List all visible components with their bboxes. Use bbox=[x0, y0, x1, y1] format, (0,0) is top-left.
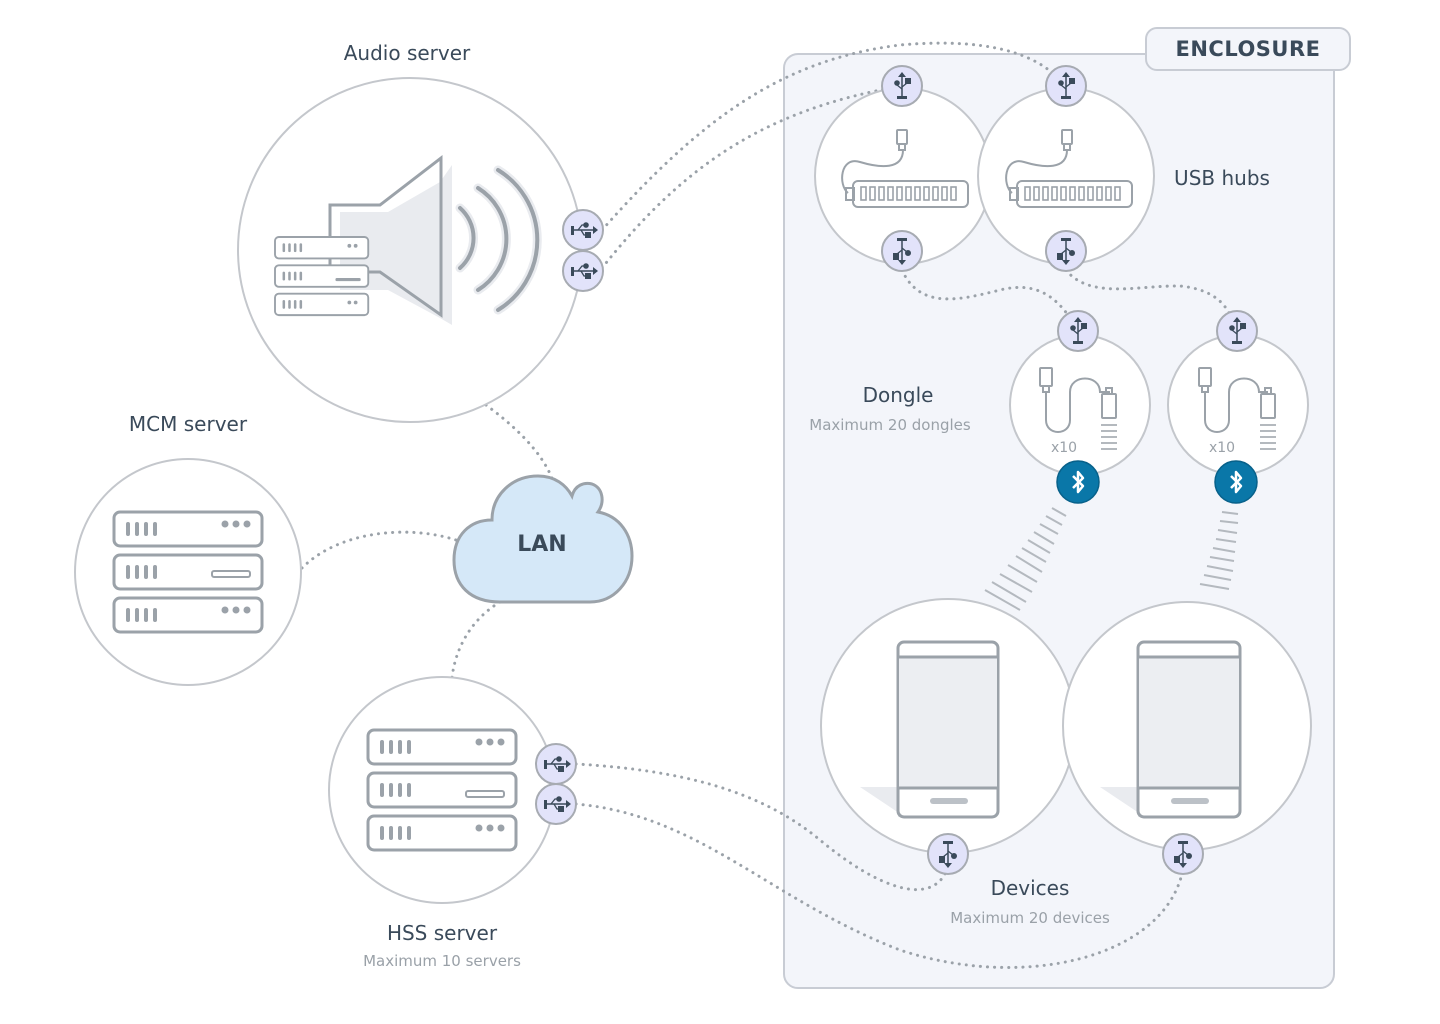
server-rack-icon bbox=[274, 236, 370, 317]
cloud-icon bbox=[452, 474, 634, 604]
connection-audio-hub2 bbox=[600, 41, 1068, 232]
usb-icon[interactable] bbox=[1045, 230, 1087, 272]
connection-audio-lan bbox=[484, 403, 558, 494]
bluetooth-dongle-icon bbox=[1198, 367, 1276, 450]
mcm-server-label: MCM server bbox=[128, 412, 248, 436]
dongle-node-2 bbox=[1167, 310, 1309, 505]
usb-icon[interactable] bbox=[1216, 310, 1258, 352]
connection-lan-hss bbox=[450, 600, 502, 680]
usb-icon[interactable] bbox=[535, 783, 577, 825]
devices-label: Devices bbox=[990, 876, 1070, 900]
usb-hubs-label: USB hubs bbox=[1174, 166, 1270, 190]
usb-icon[interactable] bbox=[1162, 833, 1204, 875]
dongle-sublabel: Maximum 20 dongles bbox=[809, 416, 971, 434]
enclosure-label: ENCLOSURE bbox=[1145, 27, 1351, 71]
dongle-multiplier-1: x10 bbox=[1050, 440, 1078, 456]
usb-icon[interactable] bbox=[881, 230, 923, 272]
usb-icon[interactable] bbox=[1057, 310, 1099, 352]
server-rack-icon bbox=[366, 728, 518, 852]
hss-server-sublabel: Maximum 10 servers bbox=[363, 952, 521, 970]
usb-hub-icon bbox=[1005, 129, 1133, 208]
usb-icon[interactable] bbox=[881, 65, 923, 107]
sound-waves-icon bbox=[455, 165, 542, 315]
mcm-server-node bbox=[74, 458, 302, 686]
audio-server-label: Audio server bbox=[343, 41, 471, 65]
device-node-2 bbox=[1062, 601, 1312, 875]
audio-server-node bbox=[237, 77, 604, 423]
hss-server-label: HSS server bbox=[386, 921, 498, 945]
devices-sublabel: Maximum 20 devices bbox=[950, 909, 1110, 927]
connection-hss-device1 bbox=[574, 762, 948, 892]
device-node-1 bbox=[820, 598, 1076, 875]
connections bbox=[300, 41, 1238, 969]
lan-label: LAN bbox=[517, 532, 567, 557]
dongle-label: Dongle bbox=[862, 383, 934, 407]
dongle-multiplier-2: x10 bbox=[1208, 440, 1236, 456]
usb-icon[interactable] bbox=[562, 250, 604, 292]
server-rack-icon bbox=[112, 510, 264, 634]
usb-icon[interactable] bbox=[927, 833, 969, 875]
smartphone-icon bbox=[1136, 640, 1242, 819]
bluetooth-icon bbox=[1055, 459, 1101, 505]
connection-mcm-lan bbox=[300, 530, 458, 570]
usb-hub-node-2 bbox=[977, 65, 1155, 272]
bluetooth-signal-waves bbox=[984, 507, 1239, 611]
connection-audio-hub1 bbox=[600, 84, 904, 270]
usb-icon[interactable] bbox=[535, 743, 577, 785]
smartphone-icon bbox=[896, 640, 1000, 819]
bluetooth-icon bbox=[1213, 459, 1259, 505]
usb-hub-icon bbox=[841, 129, 969, 208]
usb-icon[interactable] bbox=[1045, 65, 1087, 107]
bluetooth-dongle-icon bbox=[1039, 367, 1117, 450]
hss-server-node bbox=[328, 676, 577, 904]
usb-icon[interactable] bbox=[562, 209, 604, 251]
connection-hss-device2 bbox=[574, 802, 1184, 969]
dongle-node-1 bbox=[1009, 310, 1151, 505]
